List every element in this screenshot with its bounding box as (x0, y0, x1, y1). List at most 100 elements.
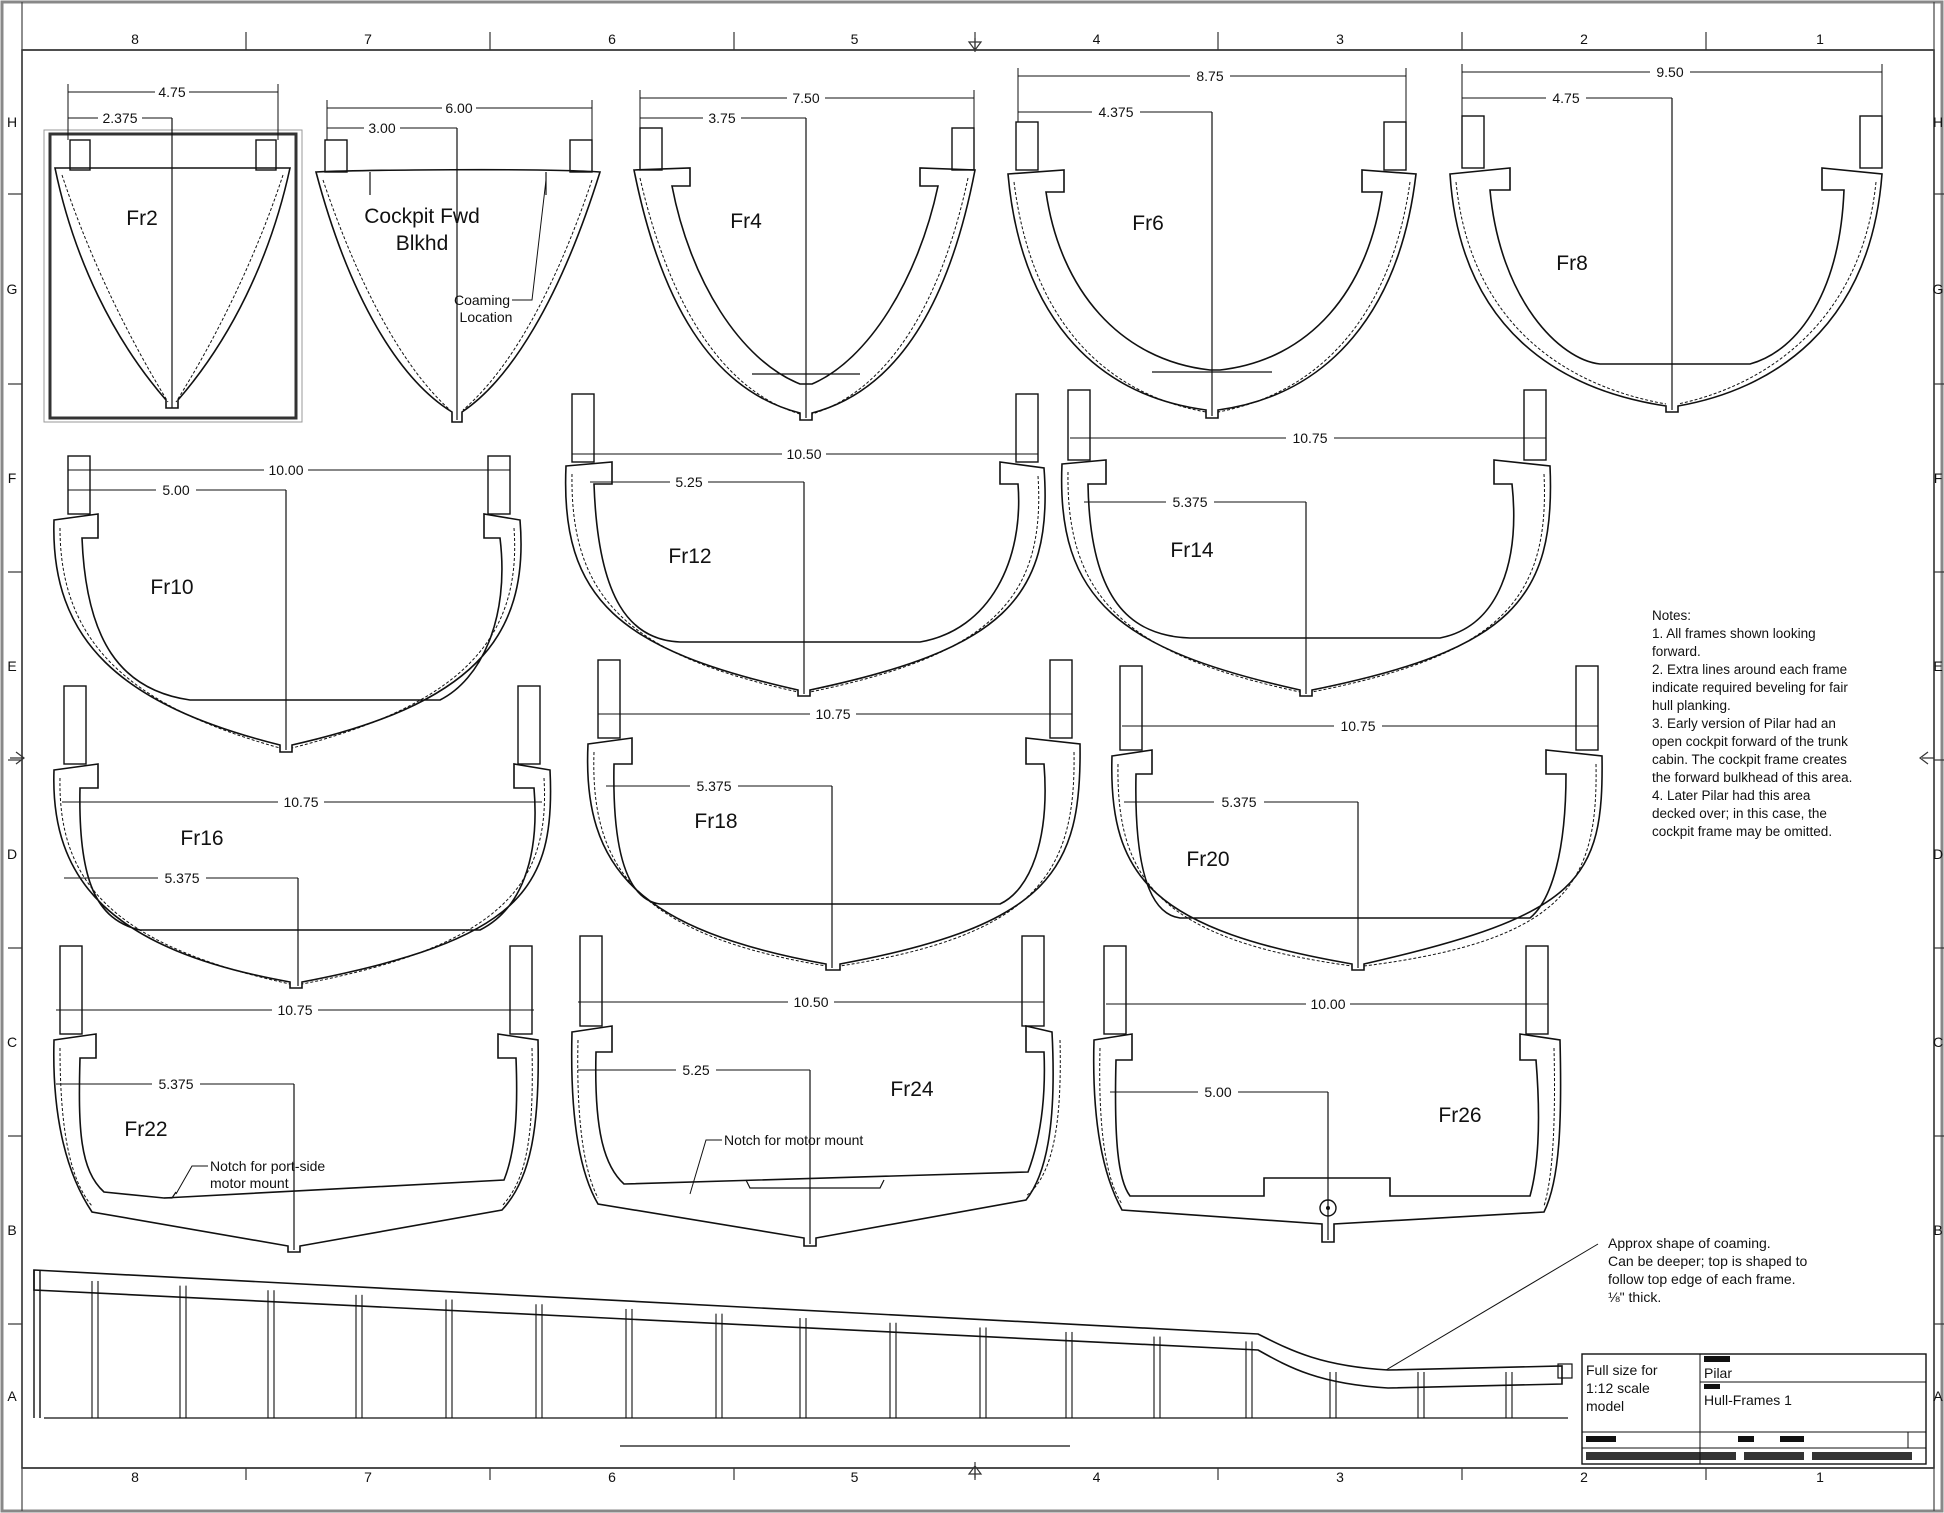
cockpit-label-line1: Cockpit Fwd (364, 205, 480, 228)
fr12-dim-half: 5.25 (675, 474, 702, 490)
grid-row-label: H (7, 114, 17, 130)
fr22-notch-note-line1: Notch for port-side (210, 1158, 325, 1174)
fr20-dim-half: 5.375 (1221, 794, 1256, 810)
note-line: decked over; in this case, the (1652, 806, 1827, 821)
grid-row-label: A (1933, 1388, 1943, 1404)
grid-row-label: F (8, 470, 17, 486)
frame-fr6: 8.75 4.375 Fr6 (1007, 68, 1417, 419)
note-line: the forward bulkhead of this area. (1652, 770, 1852, 785)
fr20-label: Fr20 (1186, 848, 1229, 871)
fr8-dim-beam: 9.50 (1656, 64, 1683, 80)
note-line: Notes: (1652, 608, 1691, 623)
note-line: forward. (1652, 644, 1701, 659)
frame-fr4: 7.50 3.75 Fr4 (633, 90, 976, 421)
fr26-dim-beam: 10.00 (1310, 996, 1345, 1012)
cockpit-dim-beam: 6.00 (445, 100, 472, 116)
note-line: 3. Early version of Pilar had an (1652, 716, 1836, 731)
frame-fr18: 10.75 5.375 Fr18 (586, 659, 1081, 971)
fr4-dim-beam: 7.50 (792, 90, 819, 106)
fr24-notch-note: Notch for motor mount (724, 1132, 863, 1148)
coaming-profile: Approx shape of coaming. Can be deeper; … (33, 1235, 1807, 1447)
grid-column-label: 3 (1336, 1469, 1344, 1485)
fr8-dim-half: 4.75 (1552, 90, 1579, 106)
notes-block: Notes:1. All frames shown lookingforward… (1652, 608, 1852, 839)
coaming-note-line2: Can be deeper; top is shaped to (1608, 1253, 1807, 1269)
frame-fr26: 10.00 5.00 Fr26 (1092, 945, 1562, 1243)
note-line: open cockpit forward of the trunk (1652, 734, 1848, 749)
center-arrows (10, 38, 1934, 1478)
fr24-label: Fr24 (890, 1078, 934, 1101)
title-block-drawing: Hull-Frames 1 (1704, 1392, 1792, 1408)
fr24-dim-half: 5.25 (682, 1062, 709, 1078)
grid-column-label: 6 (608, 1469, 616, 1485)
title-block-scale-line1: Full size for (1586, 1362, 1658, 1378)
fr10-dim-half: 5.00 (162, 482, 189, 498)
frame-fr16: 10.75 5.375 Fr16 (53, 685, 552, 989)
grid-row-label: C (7, 1034, 17, 1050)
grid-row-label: G (7, 281, 18, 297)
fr2-dim-half: 2.375 (102, 110, 137, 126)
fr22-dim-beam: 10.75 (277, 1002, 312, 1018)
fr16-dim-half: 5.375 (164, 870, 199, 886)
grid-row-label: H (1933, 114, 1943, 130)
grid-row-label: D (1933, 846, 1943, 862)
coaming-location-note-line1: Coaming (454, 292, 510, 308)
fr24-dim-beam: 10.50 (793, 994, 828, 1010)
grid-column-label: 8 (131, 31, 139, 47)
grid-row-label: E (7, 658, 16, 674)
cockpit-label-line2: Blkhd (396, 232, 449, 255)
grid-column-label: 1 (1816, 1469, 1824, 1485)
grid-column-label: 7 (364, 31, 372, 47)
fr18-dim-beam: 10.75 (815, 706, 850, 722)
fr4-label: Fr4 (730, 210, 762, 233)
grid-row-label: B (7, 1222, 16, 1238)
fr14-label: Fr14 (1170, 539, 1214, 562)
fr4-dim-half: 3.75 (708, 110, 735, 126)
grid-row-label: F (1934, 470, 1943, 486)
grid-row-label: G (1933, 281, 1944, 297)
grid-row-label: E (1933, 658, 1942, 674)
note-line: indicate required beveling for fair (1652, 680, 1848, 695)
grid-column-label: 7 (364, 1469, 372, 1485)
coaming-note-line1: Approx shape of coaming. (1608, 1235, 1771, 1251)
fr26-dim-half: 5.00 (1204, 1084, 1231, 1100)
title-block-project: Pilar (1704, 1365, 1732, 1381)
frame-fr24: 10.50 5.25 Fr24 Notch for motor mount (570, 935, 1061, 1247)
note-line: cockpit frame may be omitted. (1652, 824, 1832, 839)
title-block-scale-line2: 1:12 scale (1586, 1380, 1650, 1396)
fr6-dim-beam: 8.75 (1196, 68, 1223, 84)
grid-column-label: 2 (1580, 31, 1588, 47)
fr20-dim-beam: 10.75 (1340, 718, 1375, 734)
note-line: 2. Extra lines around each frame (1652, 662, 1847, 677)
fr12-dim-beam: 10.50 (786, 446, 821, 462)
fr18-label: Fr18 (694, 810, 737, 833)
grid-row-label: A (7, 1388, 17, 1404)
grid-column-label: 1 (1816, 31, 1824, 47)
grid-ticks (8, 32, 1944, 1480)
fr12-label: Fr12 (668, 545, 711, 568)
title-block: Full size for 1:12 scale model Pilar Hul… (1581, 1353, 1927, 1465)
note-line: 4. Later Pilar had this area (1652, 788, 1811, 803)
coaming-note-line3: follow top edge of each frame. (1608, 1271, 1796, 1287)
fr6-dim-half: 4.375 (1098, 104, 1133, 120)
grid-column-label: 4 (1093, 1469, 1101, 1485)
frame-cockpit-bulkhead: 6.00 3.00 Cockpit Fwd Blkhd Coaming Loca… (314, 100, 602, 423)
fr18-dim-half: 5.375 (696, 778, 731, 794)
frame-fr20: 10.75 5.375 Fr20 (1111, 665, 1603, 971)
fr16-dim-beam: 10.75 (283, 794, 318, 810)
frame-fr14: 10.75 5.375 Fr14 (1060, 389, 1552, 697)
title-block-scale-line3: model (1586, 1398, 1624, 1414)
frame-fr22: 10.75 5.375 Fr22 Notch for port-side mot… (52, 945, 540, 1253)
fr10-label: Fr10 (150, 576, 193, 599)
fr22-dim-half: 5.375 (158, 1076, 193, 1092)
fr10-dim-beam: 10.00 (268, 462, 303, 478)
fr14-dim-beam: 10.75 (1292, 430, 1327, 446)
frame-fr12: 10.50 5.25 Fr12 (564, 393, 1046, 697)
fr14-dim-half: 5.375 (1172, 494, 1207, 510)
fr2-label: Fr2 (126, 207, 158, 230)
frame-fr8: 9.50 4.75 Fr8 (1449, 64, 1883, 413)
fr26-label: Fr26 (1438, 1104, 1481, 1127)
